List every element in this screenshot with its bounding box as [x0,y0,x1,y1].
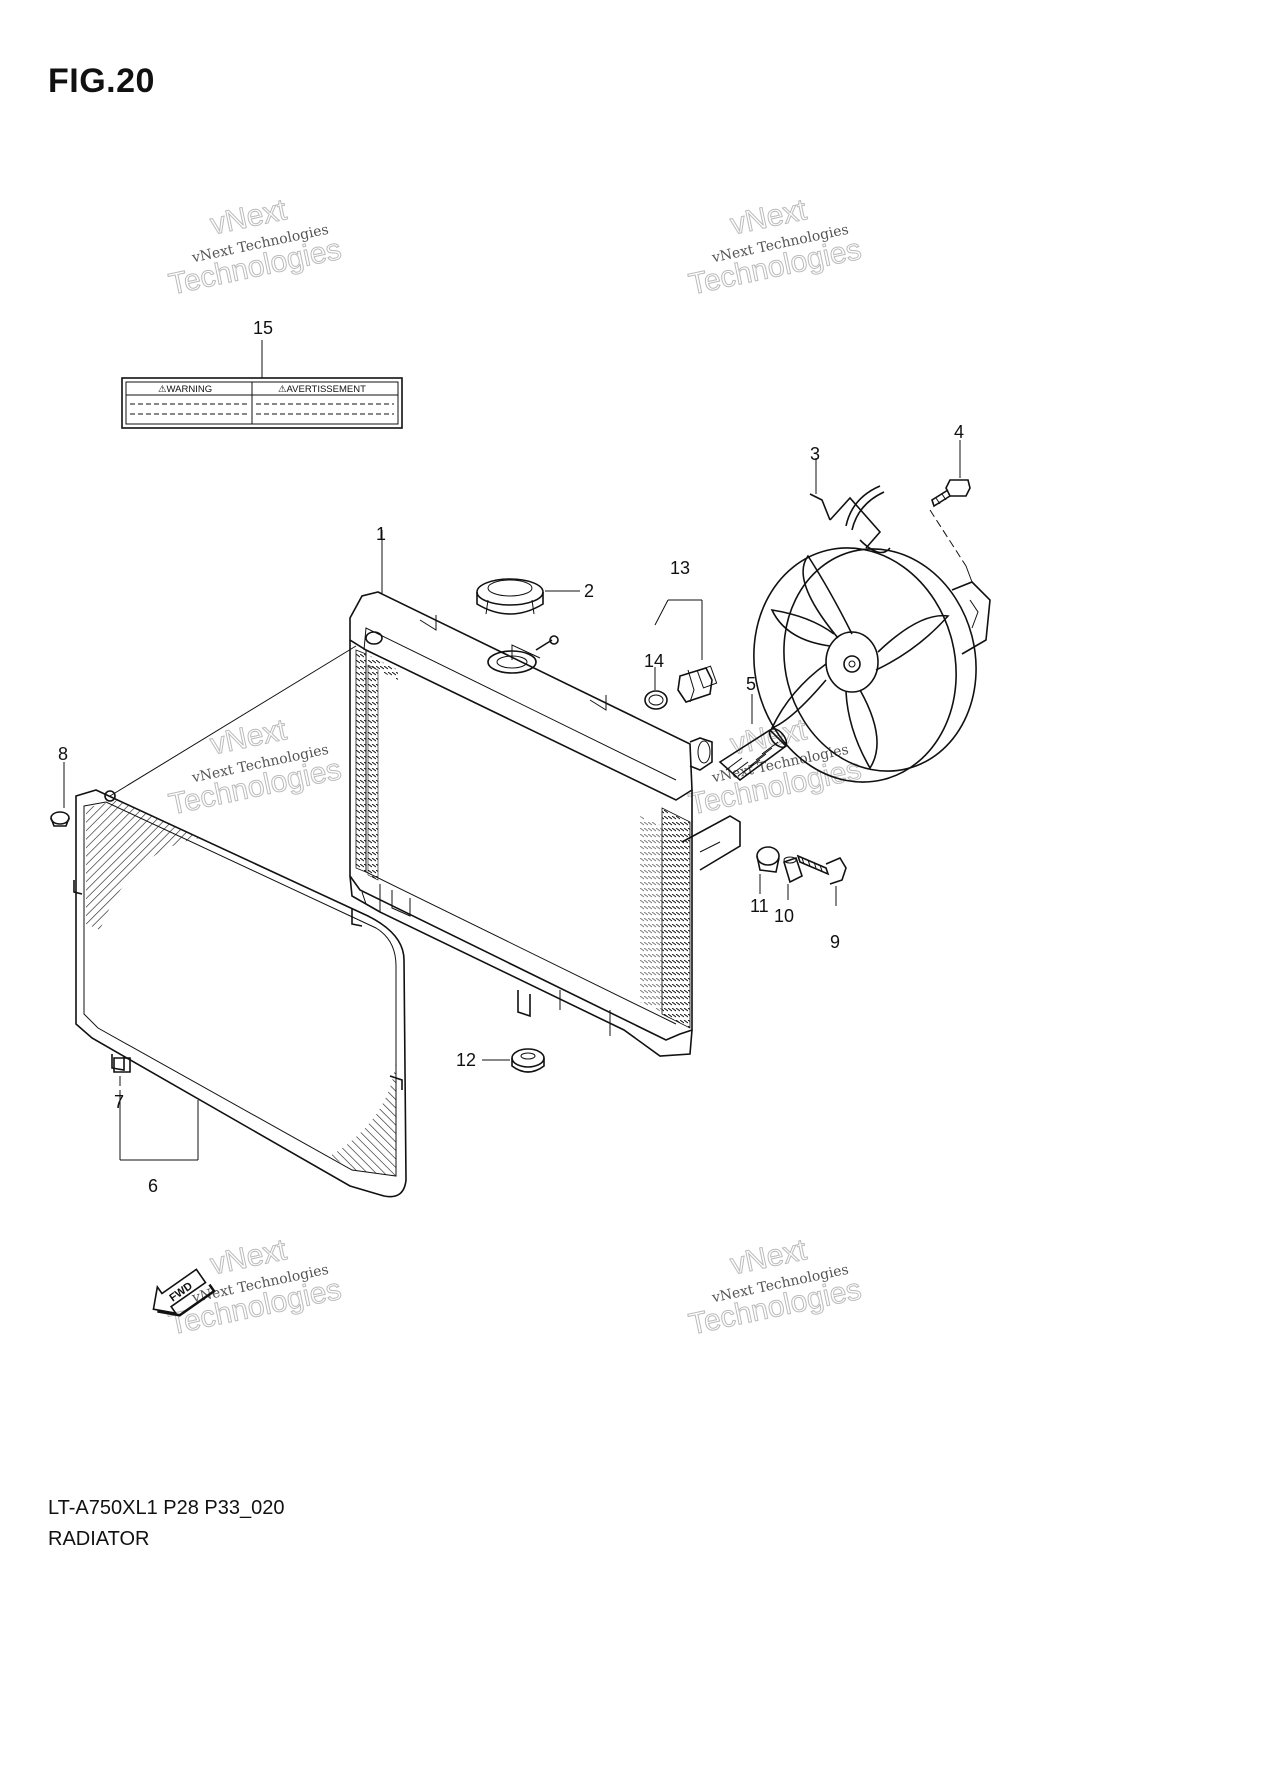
fwd-arrow: FWD [152,1268,216,1317]
warning-heading: ⚠WARNING [158,384,212,395]
watermark-top-right: vNext vNext Technologies Technologies [686,193,865,302]
callout-1: 1 [376,524,386,544]
part-7-clip [113,1057,131,1086]
watermark-top-left: vNext vNext Technologies Technologies [166,193,345,302]
callout-8: 8 [58,744,68,764]
callout-15: 15 [253,318,273,338]
part-11-grommet [756,846,780,894]
callout-14: 14 [644,651,664,671]
part-10-collar [783,856,803,900]
callout-13: 13 [670,558,690,578]
part-15-warning-label: ⚠WARNING ⚠AVERTISSEMENT [121,340,403,429]
callout-4: 4 [954,422,964,442]
part-3-cooling-fan [753,458,991,783]
part-9-bolt [796,854,847,906]
part-8-screw [50,762,70,827]
part-6-radiator-screen [73,645,407,1198]
part-5-hose [718,694,788,782]
part-2-radiator-cap [476,578,580,615]
callout-2: 2 [584,581,594,601]
part-14-o-ring [644,667,668,710]
part-1-radiator [349,530,741,1057]
callout-5: 5 [746,674,756,694]
callout-9: 9 [830,932,840,952]
watermark-mid-left: vNext vNext Technologies Technologies [166,713,345,822]
figure-title: FIG.20 [48,62,155,100]
callout-7: 7 [114,1092,124,1112]
part-4-bolt [929,440,973,583]
callout-3: 3 [810,444,820,464]
callout-10: 10 [774,906,794,926]
watermark-bottom-right: vNext vNext Technologies Technologies [686,1233,865,1342]
assembly-name: RADIATOR [48,1528,150,1550]
callout-12: 12 [456,1050,476,1070]
callout-11: 11 [750,896,769,916]
part-13-fan-switch [654,599,718,703]
model-code: LT-A750XL1 P28 P33_020 [48,1497,285,1519]
avertissement-heading: ⚠AVERTISSEMENT [278,384,366,395]
callout-6: 6 [148,1176,158,1196]
part-12-grommet [482,1048,545,1073]
